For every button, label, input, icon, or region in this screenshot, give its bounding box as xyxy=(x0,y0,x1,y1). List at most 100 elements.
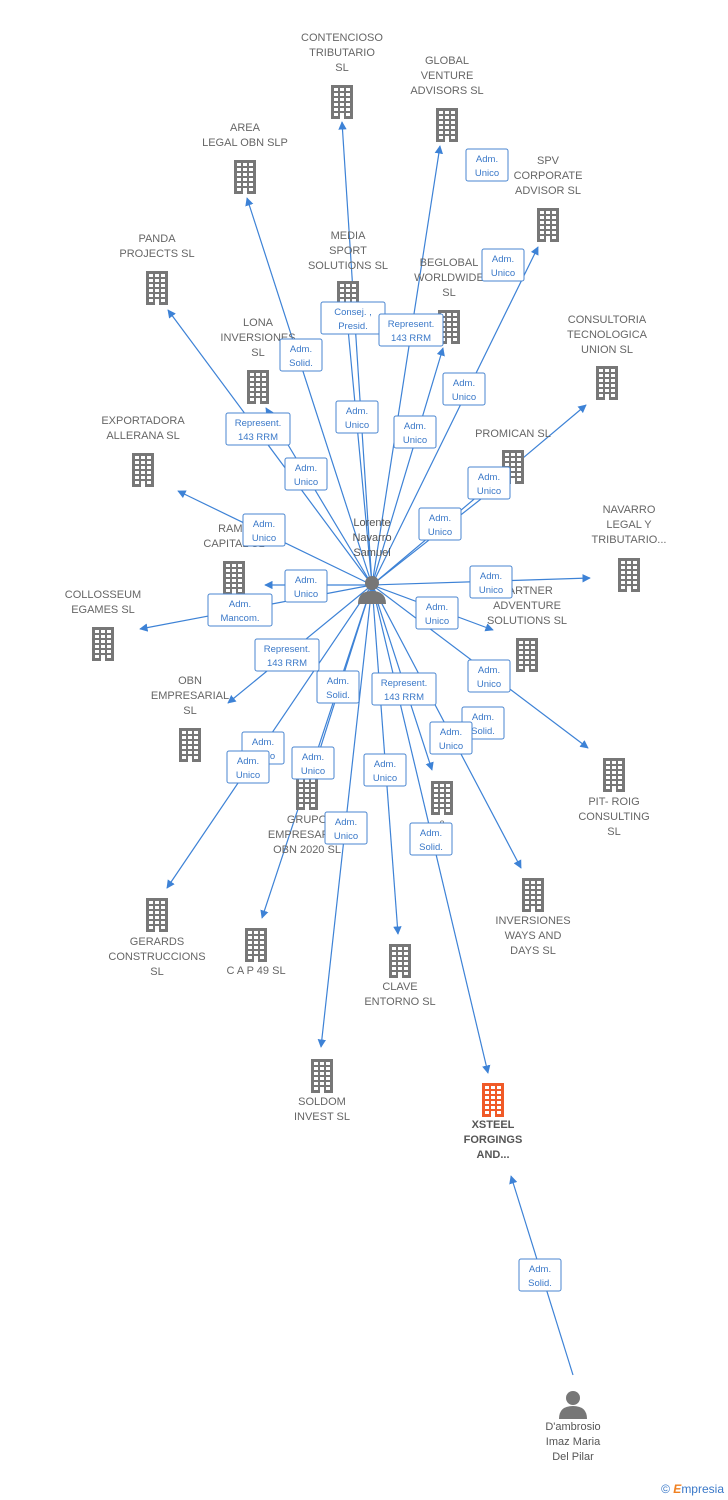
badge-label: Unico xyxy=(439,741,463,752)
relation-badge[interactable]: Adm.Unico xyxy=(226,750,270,784)
relation-badge[interactable]: Represent.143 RRM xyxy=(254,638,320,672)
relation-badge[interactable]: Adm.Unico xyxy=(284,569,328,603)
relation-badge[interactable]: Adm.Unico xyxy=(393,415,437,449)
relation-badge[interactable]: Adm.Unico xyxy=(415,596,459,630)
badge-label: Adm. xyxy=(492,254,514,265)
badge-label: Adm. xyxy=(253,519,275,530)
badge-label: Unico xyxy=(373,773,397,784)
building-icon xyxy=(146,898,168,932)
node-label-line: TECNOLOGICA xyxy=(567,329,648,341)
company-node-xsteel[interactable]: XSTEELFORGINGSAND... xyxy=(464,1083,523,1161)
relation-badge[interactable]: Adm.Solid. xyxy=(409,822,453,856)
building-icon xyxy=(247,370,269,404)
building-icon xyxy=(296,776,318,810)
relation-badge[interactable]: Represent.143 RRM xyxy=(378,313,444,347)
relation-badge[interactable]: Adm. Unico xyxy=(335,400,379,434)
badge-label: Unico xyxy=(403,435,427,446)
building-icon xyxy=(482,1083,504,1117)
person-icon xyxy=(559,1391,587,1419)
badge-label: Adm. xyxy=(453,378,475,389)
badge-label: Consej. , xyxy=(334,307,372,318)
building-icon xyxy=(436,108,458,142)
node-label-line: LEGAL OBN SLP xyxy=(202,137,288,149)
building-icon xyxy=(603,758,625,792)
relation-badge[interactable]: Adm.Solid. xyxy=(316,670,360,704)
badge-label: Adm. xyxy=(472,712,494,723)
company-node-area[interactable]: AREA LEGAL OBN SLP xyxy=(202,122,288,194)
badge-label: Unico xyxy=(252,533,276,544)
badge-label: Unico xyxy=(475,168,499,179)
relation-badge[interactable]: Adm.Unico xyxy=(467,659,511,693)
badge-label: Mancom. xyxy=(220,613,259,624)
node-label-line: COLLOSSEUM xyxy=(65,589,141,601)
node-label-line: PROMICAN SL xyxy=(475,428,551,440)
relation-badge[interactable]: Adm.Unico xyxy=(363,753,407,787)
node-label-line: FORGINGS xyxy=(464,1134,523,1146)
badge-label: Adm. xyxy=(529,1264,551,1275)
relation-badge[interactable]: Adm.Unico xyxy=(429,721,473,755)
relation-badge[interactable]: Represent.143 RRM xyxy=(371,672,437,706)
node-label-line: EMPRESARIAL xyxy=(151,690,229,702)
node-label-line: AREA xyxy=(230,122,261,134)
node-label-line: INVERSIONES xyxy=(495,915,570,927)
relation-badge[interactable]: Represent.143 RRM xyxy=(225,412,291,446)
node-label-line: NAVARRO xyxy=(603,504,656,516)
node-label-line: CONSULTORIA xyxy=(568,314,647,326)
relation-badge[interactable]: Adm. Unico xyxy=(465,148,509,182)
relation-badge[interactable]: Adm.Mancom. xyxy=(207,593,273,627)
relation-badge[interactable]: Adm. Unico xyxy=(242,513,286,547)
node-label-line: VENTURE xyxy=(421,70,474,82)
relation-badge[interactable]: Adm.Unico xyxy=(442,372,486,406)
badge-label: Solid. xyxy=(471,726,495,737)
node-label-line: PIT- ROIG xyxy=(588,796,639,808)
badge-label: Unico xyxy=(428,527,452,538)
badge-label: Adm. xyxy=(420,828,442,839)
relation-badge[interactable]: Consej. ,Presid. xyxy=(320,301,386,335)
badge-label: Adm. xyxy=(476,154,498,165)
relation-badge[interactable]: Adm.Solid. xyxy=(279,338,323,372)
building-icon xyxy=(146,271,168,305)
relation-badge[interactable]: Adm. Unico xyxy=(418,507,462,541)
badge-label: Adm. xyxy=(346,406,368,417)
edge-lorente-beglobal xyxy=(371,347,445,586)
node-label-line: GRUPO xyxy=(287,814,328,826)
relation-badge[interactable]: Adm.Unico xyxy=(469,565,513,599)
badge-label: Adm. xyxy=(429,513,451,524)
node-label-line: ADVENTURE xyxy=(493,600,561,612)
relation-badge[interactable]: Adm.Unico xyxy=(481,248,525,282)
building-icon xyxy=(522,878,544,912)
badge-label: 143 RRM xyxy=(391,333,431,344)
badge-label: Unico xyxy=(345,420,369,431)
relation-badge[interactable]: Adm.Unico xyxy=(291,746,335,780)
node-label-line: WAYS AND xyxy=(505,930,562,942)
building-icon xyxy=(234,160,256,194)
relation-badge[interactable]: Adm.Solid. xyxy=(518,1258,562,1292)
company-node-cap49[interactable]: C A P 49 SL xyxy=(226,928,286,977)
relation-badge[interactable]: Adm.Unico xyxy=(284,457,328,491)
footer-brand[interactable]: © Empresia xyxy=(661,1482,724,1496)
relation-badge[interactable]: Adm.Unico xyxy=(467,466,511,500)
relation-badge[interactable]: Adm.Unico xyxy=(324,811,368,845)
edge-lorente-global xyxy=(371,145,443,586)
badge-label: Represent. xyxy=(264,644,310,655)
